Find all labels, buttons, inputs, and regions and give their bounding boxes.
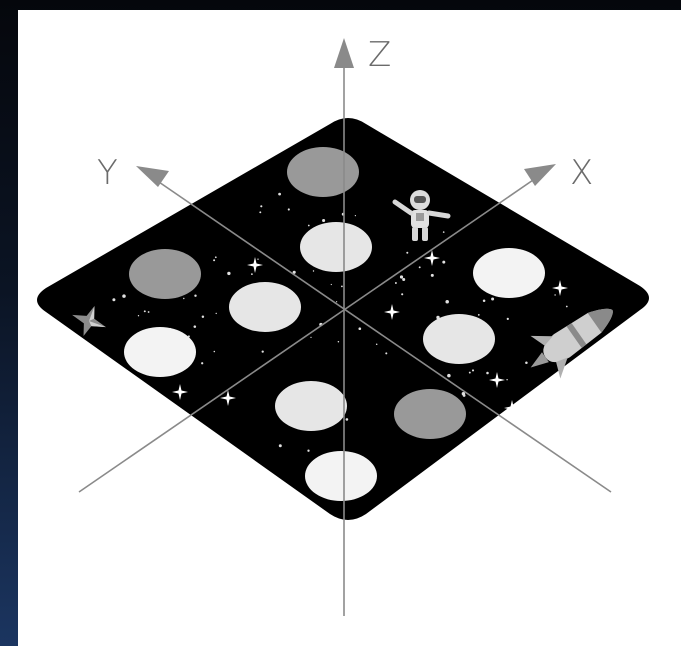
circle-right-back <box>473 248 545 298</box>
star-dot <box>431 274 434 277</box>
star-dot <box>122 294 126 298</box>
star-dot <box>400 275 403 278</box>
star-dot <box>310 337 311 338</box>
x-axis-label: X <box>570 156 593 190</box>
star-dot <box>355 215 356 216</box>
star-dot <box>341 286 343 288</box>
star-dot <box>214 351 216 353</box>
star-dot <box>406 252 408 254</box>
circle-left-front <box>124 327 196 377</box>
star-dot <box>194 325 197 328</box>
star-dot <box>472 369 474 371</box>
star-dot <box>183 298 184 299</box>
star-dot <box>144 310 146 312</box>
star-dot <box>202 315 204 317</box>
star-dot <box>483 300 486 303</box>
circle-left-back <box>129 249 201 299</box>
star-dot <box>346 418 349 421</box>
star-dot <box>307 450 309 452</box>
star-dot <box>358 327 361 330</box>
star-dot <box>566 306 568 308</box>
star-dot <box>213 259 215 261</box>
star-dot <box>201 362 203 364</box>
circle-top-back <box>287 147 359 197</box>
star-dot <box>259 211 261 213</box>
circle-right-front <box>423 314 495 364</box>
star-dot <box>262 350 264 352</box>
star-dot <box>507 318 509 320</box>
star-dot <box>419 266 421 268</box>
star-dot <box>138 315 139 316</box>
star-dot <box>445 300 449 304</box>
star-dot <box>308 225 310 227</box>
circle-bottom-front <box>305 451 377 501</box>
star-dot <box>469 372 471 374</box>
star-dot <box>336 301 337 302</box>
star-dot <box>279 444 282 447</box>
circle-bottom-back <box>275 381 347 431</box>
star-dot <box>385 352 387 354</box>
star-dot <box>506 379 507 380</box>
star-dot <box>491 298 494 301</box>
z-axis-label: Z <box>368 38 391 72</box>
star-dot <box>215 256 217 258</box>
star-dot <box>442 261 445 264</box>
star-dot <box>525 362 528 365</box>
star-dot <box>447 374 451 378</box>
star-dot <box>443 231 445 233</box>
y-axis-arrowhead <box>136 166 169 187</box>
star-dot <box>402 278 405 281</box>
star-dot <box>257 259 258 260</box>
star-dot <box>313 270 314 271</box>
star-dot <box>395 282 397 284</box>
star-dot <box>194 294 196 296</box>
star-dot <box>112 298 115 301</box>
circle-left-center <box>229 282 301 332</box>
star-dot <box>227 272 230 275</box>
star-dot <box>331 284 332 285</box>
star-dot <box>338 341 339 342</box>
star-dot <box>260 205 262 207</box>
star-dot <box>376 344 378 346</box>
z-axis-arrowhead <box>334 38 354 68</box>
star-dot <box>554 294 555 295</box>
star-dot <box>251 273 253 275</box>
star-dot <box>278 193 281 196</box>
y-axis-label: Y <box>97 156 118 190</box>
star-dot <box>322 219 325 222</box>
star-dot <box>148 311 150 313</box>
circle-top-front <box>300 222 372 272</box>
star-dot <box>478 314 480 316</box>
star-dot <box>486 372 489 375</box>
star-dot <box>288 208 290 210</box>
circle-bottom-right <box>394 389 466 439</box>
star-dot <box>401 293 403 295</box>
star-dot <box>216 313 217 314</box>
